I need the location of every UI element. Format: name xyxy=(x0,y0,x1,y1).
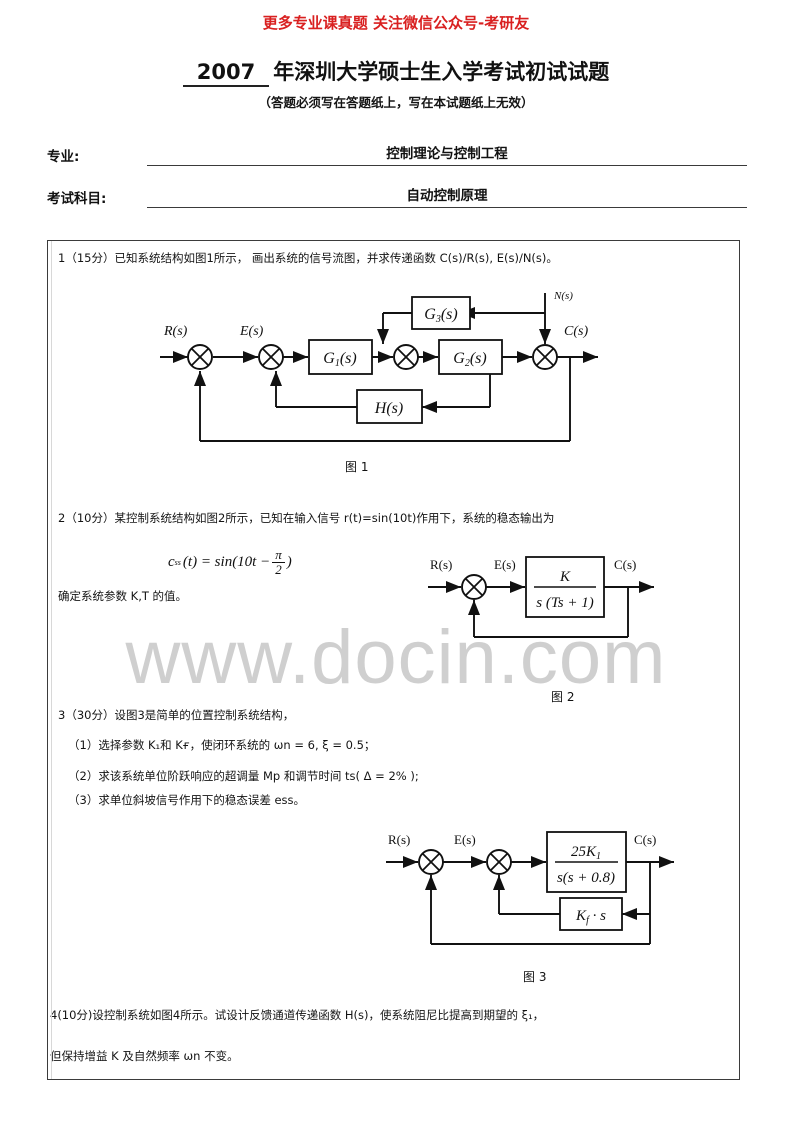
fig3-feedback-block-label: Kf · s xyxy=(575,908,606,926)
fig3-output-label: C(s) xyxy=(634,832,656,847)
field-major-value: 控制理论与控制工程 xyxy=(147,145,747,166)
fig3-input-label: R(s) xyxy=(388,832,410,847)
questions-content-box xyxy=(47,240,740,1080)
fig2-denominator-label: s (Ts + 1) xyxy=(536,595,594,611)
figure-2-caption: 图 2 xyxy=(551,690,575,704)
exam-year: 2007 xyxy=(182,60,270,87)
q2-formula-lhs: c xyxy=(168,553,175,570)
question-1-text: 1（15分）已知系统结构如图1所示， 画出系统的信号流图，并求传递函数 C(s)… xyxy=(58,251,558,265)
exam-subtitle: （答题必须写在答题纸上，写在本试题纸上无效） xyxy=(258,95,534,110)
fig1-block-g3-label: G3(s) xyxy=(424,306,457,325)
question-2-line1: 2（10分）某控制系统结构如图2所示，已知在输入信号 r(t)=sin(10t)… xyxy=(58,511,555,525)
q2-formula-fraction: π 2 xyxy=(272,548,285,576)
question-3-item-3: （3）求单位斜坡信号作用下的稳态误差 ess。 xyxy=(68,793,306,807)
fig1-block-g2-label: G2(s) xyxy=(453,350,486,369)
field-major: 专业: 控制理论与控制工程 xyxy=(47,140,747,166)
promo-banner: 更多专业课真题 关注微信公众号-考研友 xyxy=(262,14,530,32)
q2-formula-sub: ss xyxy=(174,557,181,567)
fig3-error-label: E(s) xyxy=(454,832,476,847)
q2-frac-denominator: 2 xyxy=(272,561,285,577)
question-4-line2: 但保持增益 K 及自然频率 ωn 不变。 xyxy=(50,1049,239,1063)
question-2-line3: 确定系统参数 K,T 的值。 xyxy=(58,589,188,603)
figure-2-diagram: K s (Ts + 1) R(s) E(s) C(s) xyxy=(418,545,718,685)
fig2-error-label: E(s) xyxy=(494,557,516,572)
question-3-item-2: （2）求该系统单位阶跃响应的超调量 Mp 和调节时间 ts( Δ = 2% ); xyxy=(68,769,419,783)
fig1-output-label: C(s) xyxy=(564,324,588,339)
fig2-numerator-label: K xyxy=(559,569,571,585)
field-subject-label: 考试科目: xyxy=(47,191,107,207)
question-4-line1: 4(10分)设控制系统如图4所示。试设计反馈通道传递函数 H(s)，使系统阻尼比… xyxy=(50,1008,545,1022)
question-3-item-1: （1）选择参数 K₁和 Kғ，使闭环系统的 ωn = 6, ξ = 0.5； xyxy=(68,738,376,752)
fig3-numerator-label: 25K1 xyxy=(571,844,601,862)
fig1-input-label: R(s) xyxy=(163,324,188,339)
fig1-disturbance-label: N(s) xyxy=(553,290,573,302)
q2-formula-mid: (t) = sin(10t − xyxy=(182,553,271,570)
question-3-line1: 3（30分）设图3是简单的位置控制系统结构， xyxy=(58,708,295,722)
figure-1-diagram: G1(s) G2(s) G3(s) H(s) R(s) E(s) C(s) N(… xyxy=(150,285,620,465)
q2-formula-close: ) xyxy=(286,553,292,570)
field-major-label: 专业: xyxy=(47,149,80,165)
fig3-denominator-label: s(s + 0.8) xyxy=(557,870,615,886)
field-subject: 考试科目: 自动控制原理 xyxy=(47,182,747,208)
fig2-output-label: C(s) xyxy=(614,557,636,572)
figure-1-caption: 图 1 xyxy=(345,460,369,474)
fig1-block-h-label: H(s) xyxy=(374,400,403,417)
figure-3-diagram: 25K1 s(s + 0.8) Kf · s R(s) E(s) C(s) xyxy=(378,818,698,973)
q2-frac-numerator: π xyxy=(275,547,282,562)
fig1-block-g1-label: G1(s) xyxy=(323,350,356,369)
fig2-input-label: R(s) xyxy=(430,557,452,572)
exam-title-text: 年深圳大学硕士生入学考试初试试题 xyxy=(273,60,610,84)
fig1-error-label: E(s) xyxy=(239,324,264,339)
figure-3-caption: 图 3 xyxy=(523,970,547,984)
field-subject-value: 自动控制原理 xyxy=(147,187,747,208)
